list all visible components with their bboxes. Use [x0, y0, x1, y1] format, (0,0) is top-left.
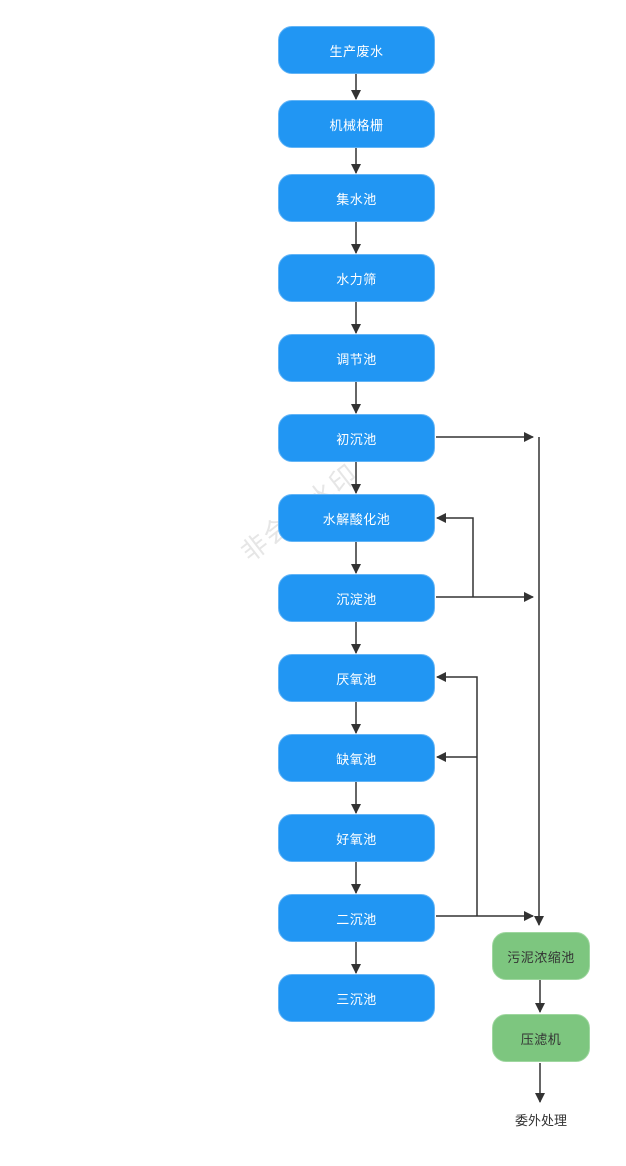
- node-sedimentation-tank[interactable]: 沉淀池: [278, 574, 435, 622]
- node-primary-clarifier[interactable]: 初沉池: [278, 414, 435, 462]
- node-filter-press[interactable]: 压滤机: [492, 1014, 590, 1062]
- node-equalization-tank[interactable]: 调节池: [278, 334, 435, 382]
- node-anoxic-tank[interactable]: 缺氧池: [278, 734, 435, 782]
- node-tertiary-clarifier[interactable]: 三沉池: [278, 974, 435, 1022]
- node-raw-wastewater[interactable]: 生产废水: [278, 26, 435, 74]
- arrow-sediment-return: [436, 513, 474, 597]
- node-collection-tank[interactable]: 集水池: [278, 174, 435, 222]
- node-hydrolysis-tank[interactable]: 水解酸化池: [278, 494, 435, 542]
- node-sludge-thickener[interactable]: 污泥浓缩池: [492, 932, 590, 980]
- node-mechanical-screen[interactable]: 机械格栅: [278, 100, 435, 148]
- node-hydraulic-screen[interactable]: 水力筛: [278, 254, 435, 302]
- node-aerobic-tank[interactable]: 好氧池: [278, 814, 435, 862]
- node-anaerobic-tank[interactable]: 厌氧池: [278, 654, 435, 702]
- node-outsourced-disposal: 委外处理: [514, 1114, 567, 1129]
- arrow-secondary-return-anaerobic: [436, 672, 478, 916]
- node-secondary-clarifier[interactable]: 二沉池: [278, 894, 435, 942]
